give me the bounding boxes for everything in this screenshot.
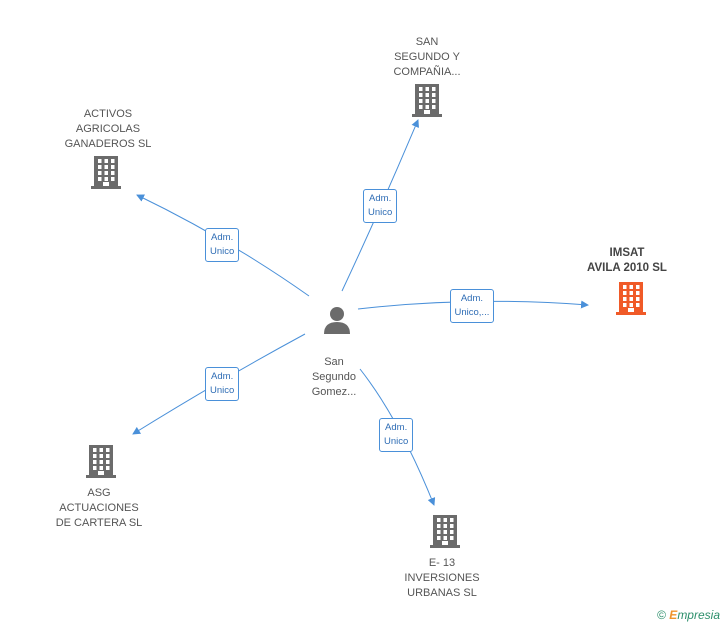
company-label-san-segundo[interactable]: SAN SEGUNDO Y COMPAÑIA... xyxy=(393,35,460,80)
company-label-e13[interactable]: E- 13 INVERSIONES URBANAS SL xyxy=(404,556,479,601)
building-icon[interactable] xyxy=(412,83,442,122)
company-label-line: GANADEROS SL xyxy=(64,138,152,150)
edge-label-line: Adm. xyxy=(211,371,234,382)
edge-label-activos[interactable]: Adm. Unico xyxy=(205,228,240,262)
person-name-line: San xyxy=(324,356,344,368)
company-label-asg[interactable]: ASG ACTUACIONES DE CARTERA SL xyxy=(56,486,143,531)
company-label-line: IMSAT xyxy=(609,247,645,259)
brand-name: mpresia xyxy=(677,608,720,622)
company-label-line: AVILA 2010 SL xyxy=(587,262,667,274)
company-label-line: DE CARTERA SL xyxy=(55,517,143,529)
edge-label-asg[interactable]: Adm. Unico xyxy=(205,367,240,401)
edge-label-line: Unico xyxy=(210,385,235,396)
edge-label-imsat[interactable]: Adm. Unico,... xyxy=(449,289,495,323)
company-label-line: INVERSIONES xyxy=(404,572,480,584)
company-label-line: ACTIVOS xyxy=(83,108,133,120)
edge-label-san-segundo[interactable]: Adm. Unico xyxy=(363,189,398,223)
person-name-line: Gomez... xyxy=(311,386,357,398)
edge-label-line: Adm. xyxy=(385,422,408,433)
building-icon[interactable] xyxy=(91,155,121,194)
copyright-symbol: © xyxy=(657,608,666,622)
edge-label-line: Adm. xyxy=(211,232,234,243)
company-label-line: SAN xyxy=(415,36,439,48)
company-label-activos[interactable]: ACTIVOS AGRICOLAS GANADEROS SL xyxy=(65,107,152,152)
company-label-line: E- 13 xyxy=(428,557,456,569)
company-label-line: AGRICOLAS xyxy=(75,123,141,135)
edge-label-line: Unico xyxy=(384,436,409,447)
company-label-line: URBANAS SL xyxy=(407,587,477,599)
person-name-line: Segundo xyxy=(311,371,357,383)
building-icon[interactable] xyxy=(86,444,116,483)
company-label-line: ACTUACIONES xyxy=(59,502,139,514)
building-icon[interactable] xyxy=(430,514,460,553)
edge-label-line: Adm. xyxy=(369,193,392,204)
edge-label-line: Unico,... xyxy=(454,307,490,318)
edge-label-e13[interactable]: Adm. Unico xyxy=(379,418,414,452)
company-label-line: SEGUNDO Y xyxy=(394,51,460,63)
building-icon[interactable] xyxy=(616,281,646,320)
company-label-line: COMPAÑIA... xyxy=(393,66,461,78)
person-icon[interactable] xyxy=(322,305,352,340)
company-label-line: ASG xyxy=(87,487,111,499)
company-label-imsat[interactable]: IMSAT AVILA 2010 SL xyxy=(587,246,667,276)
brand-initial: E xyxy=(669,608,678,622)
edge-label-line: Adm. xyxy=(460,293,484,304)
edge-label-line: Unico xyxy=(368,207,393,218)
edge-label-line: Unico xyxy=(210,246,235,257)
footer-brand: © Empresia xyxy=(657,608,720,622)
